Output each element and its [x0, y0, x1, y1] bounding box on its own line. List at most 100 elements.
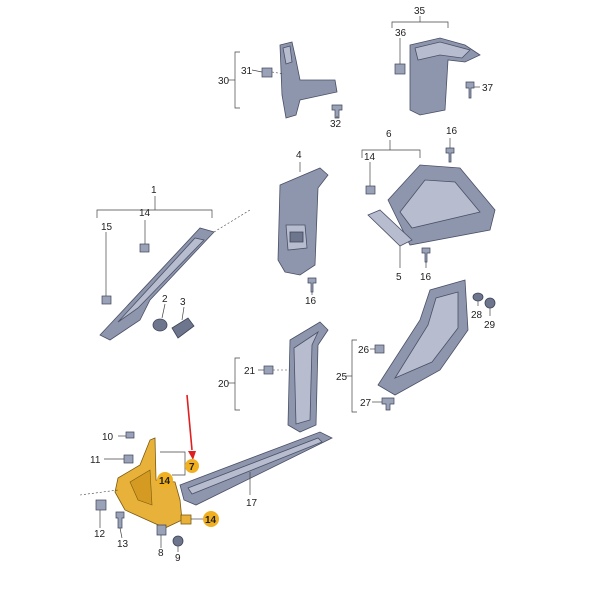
clip-21 [263, 365, 274, 375]
screw-32 [331, 104, 343, 119]
speaker-2 [152, 318, 168, 332]
a-pillar-face [117, 237, 205, 323]
clip-14b [365, 185, 376, 195]
footwell-trim-shade [129, 469, 153, 506]
bracket-7 [160, 451, 186, 476]
cover-3 [171, 317, 195, 339]
clip-15 [101, 295, 112, 305]
part-group-5: 5 16 [367, 209, 432, 283]
callout-11: 11 [90, 455, 101, 466]
clip-12 [95, 499, 107, 511]
c-pillar-upper-top [414, 41, 471, 61]
sill-trim-face [187, 437, 323, 495]
plug-9 [172, 535, 184, 547]
clip-14d [180, 514, 192, 525]
part-group-17: 17 [179, 431, 333, 509]
callout-3: 3 [180, 297, 186, 308]
bracket-25 [351, 339, 357, 413]
callout-14b: 14 [364, 152, 376, 163]
callout-21: 21 [244, 366, 256, 377]
leader-3 [181, 306, 185, 321]
callout-36: 36 [395, 28, 407, 39]
callout-7: 7 [189, 462, 195, 473]
screw-16b [445, 147, 455, 163]
clip-36 [394, 63, 406, 75]
pillar-upper-trim [279, 41, 338, 119]
dash-1 [213, 209, 251, 233]
part-group-20: 20 21 [218, 321, 329, 433]
screw-16c [421, 247, 431, 263]
clip-31 [261, 67, 273, 78]
clip-26 [374, 344, 385, 354]
callout-30: 30 [218, 76, 230, 87]
leader-31 [251, 69, 263, 73]
callout-17: 17 [246, 498, 258, 509]
callout-27: 27 [360, 398, 372, 409]
callout-14d: 14 [205, 515, 217, 526]
callout-12: 12 [94, 529, 106, 540]
callout-29: 29 [484, 320, 496, 331]
red-arrow-line [186, 394, 193, 451]
pillar-upper-detail [282, 45, 293, 65]
callout-8: 8 [158, 548, 164, 559]
clip-10 [125, 431, 135, 439]
callout-16c: 16 [420, 272, 432, 283]
red-arrow-head [188, 451, 196, 460]
leader-13 [119, 527, 123, 539]
b-pillar-lower-face [293, 330, 319, 425]
callout-1: 1 [151, 185, 157, 196]
callout-31: 31 [241, 66, 253, 77]
b-pillar-upper-trim [277, 167, 329, 276]
clip-14a [139, 243, 150, 253]
part-group-25: 25 26 27 28 29 [336, 279, 496, 413]
bracket-6 [361, 149, 421, 158]
callout-14c: 14 [159, 476, 171, 487]
trim-strip-5 [367, 209, 413, 247]
part-group-1: 1 15 14 2 3 [96, 185, 251, 341]
callout-16a: 16 [305, 296, 317, 307]
screw-37 [465, 81, 475, 99]
callout-10: 10 [102, 432, 114, 443]
badge-14d [203, 511, 219, 527]
dash-7 [79, 489, 119, 496]
callout-32: 32 [330, 119, 342, 130]
bracket-30 [234, 51, 240, 109]
screw-13 [115, 511, 125, 529]
callout-16b: 16 [446, 126, 458, 137]
clip-27 [381, 397, 395, 411]
part-group-35: 35 36 37 [391, 6, 494, 116]
screw-16a [307, 277, 317, 293]
clip-8 [156, 524, 167, 536]
badge-7 [185, 459, 199, 473]
callout-13: 13 [117, 539, 129, 550]
callout-14a: 14 [139, 208, 151, 219]
callout-25: 25 [336, 372, 348, 383]
callout-26: 26 [358, 345, 370, 356]
badge-14c [157, 472, 173, 488]
callout-4: 4 [296, 150, 302, 161]
part-group-4: 4 16 [277, 150, 329, 307]
part-group-6: 6 14 16 [361, 126, 496, 246]
callout-37: 37 [482, 83, 494, 94]
callout-15: 15 [101, 222, 113, 233]
leader-2 [161, 303, 166, 319]
clip-11 [123, 454, 134, 464]
b-pillar-vent-inner [289, 231, 304, 243]
c-pillar-lower-face [393, 291, 459, 379]
part-group-7: 7 14 14 10 11 12 13 8 9 [79, 394, 219, 564]
part-group-30: 30 31 32 [218, 41, 343, 130]
callout-5: 5 [396, 272, 402, 283]
callout-2: 2 [162, 294, 168, 305]
bracket-20 [234, 357, 240, 411]
bracket-1 [96, 209, 213, 218]
callout-20: 20 [218, 379, 230, 390]
plug-28 [472, 292, 484, 302]
callout-28: 28 [471, 310, 483, 321]
rear-side-face [399, 179, 481, 229]
callout-35: 35 [414, 6, 426, 17]
plug-29 [484, 297, 496, 309]
callout-6: 6 [386, 129, 392, 140]
callout-9: 9 [175, 553, 181, 564]
